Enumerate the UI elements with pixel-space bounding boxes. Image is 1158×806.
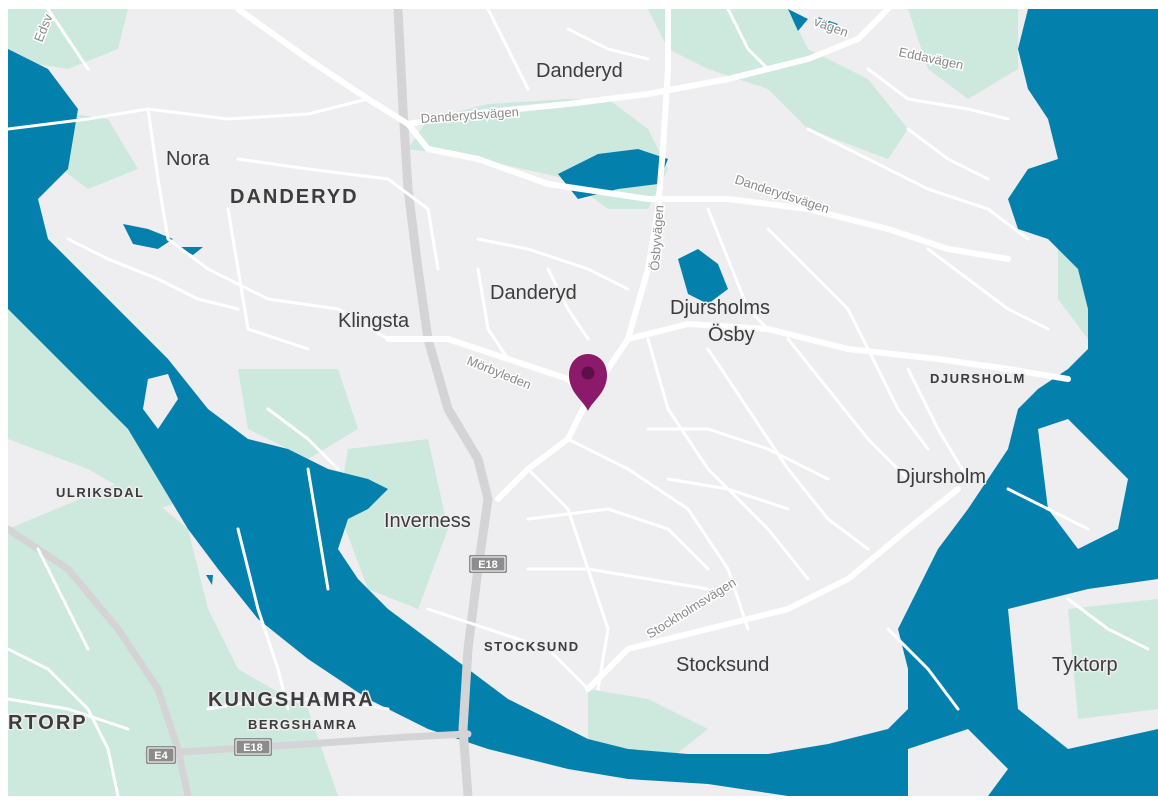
area-label-djursholm: DJURSHOLM xyxy=(930,371,1026,386)
place-label-osby: Ösby xyxy=(708,324,755,346)
place-label-inverness: Inverness xyxy=(384,510,471,532)
highways xyxy=(8,9,493,796)
svg-text:E4: E4 xyxy=(154,750,168,762)
shield-e4: E4 xyxy=(146,746,176,764)
svg-text:E18: E18 xyxy=(478,559,498,571)
map-canvas[interactable]: Edsv Danderydsvägen Eddavägen vägen Dand… xyxy=(8,9,1158,796)
place-label-djursholms: Djursholms xyxy=(670,297,770,319)
place-label-nora: Nora xyxy=(166,148,210,170)
area-label-stocksund: STOCKSUND xyxy=(484,639,580,654)
map-view[interactable]: Edsv Danderydsvägen Eddavägen vägen Dand… xyxy=(8,9,1158,796)
shield-e18-center: E18 xyxy=(469,555,507,573)
road-label-osbyvagen: Ösbyvägen xyxy=(647,205,667,272)
map-pin-icon[interactable] xyxy=(569,354,607,411)
area-label-danderyd: DANDERYD xyxy=(230,186,359,208)
svg-text:E18: E18 xyxy=(243,742,263,754)
place-label-djursholm: Djursholm xyxy=(896,466,986,488)
roads xyxy=(8,9,1150,796)
place-label-klingsta: Klingsta xyxy=(338,310,410,332)
lakes xyxy=(123,9,838,585)
place-label-danderyd-north: Danderyd xyxy=(536,60,623,82)
area-label-bergshamra: BERGSHAMRA xyxy=(248,717,358,732)
water xyxy=(8,9,1158,796)
place-label-stocksund: Stocksund xyxy=(676,654,769,676)
shield-e18-sw: E18 xyxy=(234,738,272,756)
islands-green xyxy=(1068,599,1158,719)
area-label-ulriksdal: ULRIKSDAL xyxy=(56,485,145,500)
area-label-rtorp: RTORP xyxy=(8,712,88,734)
place-label-danderyd-center: Danderyd xyxy=(490,282,577,304)
place-label-tyktorp: Tyktorp xyxy=(1052,654,1118,676)
area-label-kungshamra: KUNGSHAMRA xyxy=(208,689,375,711)
